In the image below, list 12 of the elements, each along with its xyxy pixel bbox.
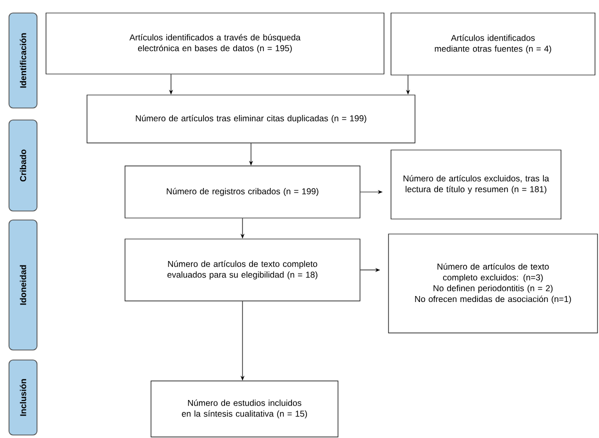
process-box: Artículos identificados mediante otras fuentes (n = 4) — [390, 12, 596, 76]
process-box: Número de artículos de texto completo evaluados para su elegibilidad (n = 18) — [124, 238, 360, 302]
process-box: Artículos identificados a través de búsqueda electrónica en bases de datos (n = 195) — [46, 12, 384, 74]
stage-band: Idoneidad — [8, 220, 38, 350]
process-box: Número de estudios incluidos en la síntesis cualitativa (n = 15) — [150, 380, 338, 438]
stage-band: Cribado — [8, 120, 38, 212]
stage-band: Identificación — [8, 12, 38, 108]
process-box: Número de registros cribados (n = 199) — [124, 166, 360, 218]
process-box: Número de artículos excluidos, tras la lectura de título y resumen (n = 181) — [390, 150, 562, 220]
stage-band: Inclusión — [8, 360, 38, 436]
process-box: Número de artículos de texto completo excluidos: (n=3) No definen periodontitis (n = 2) No ofrecen medidas de asociación (n=1) — [388, 234, 598, 334]
process-box: Número de artículos tras eliminar citas duplicadas (n = 199) — [86, 94, 416, 144]
